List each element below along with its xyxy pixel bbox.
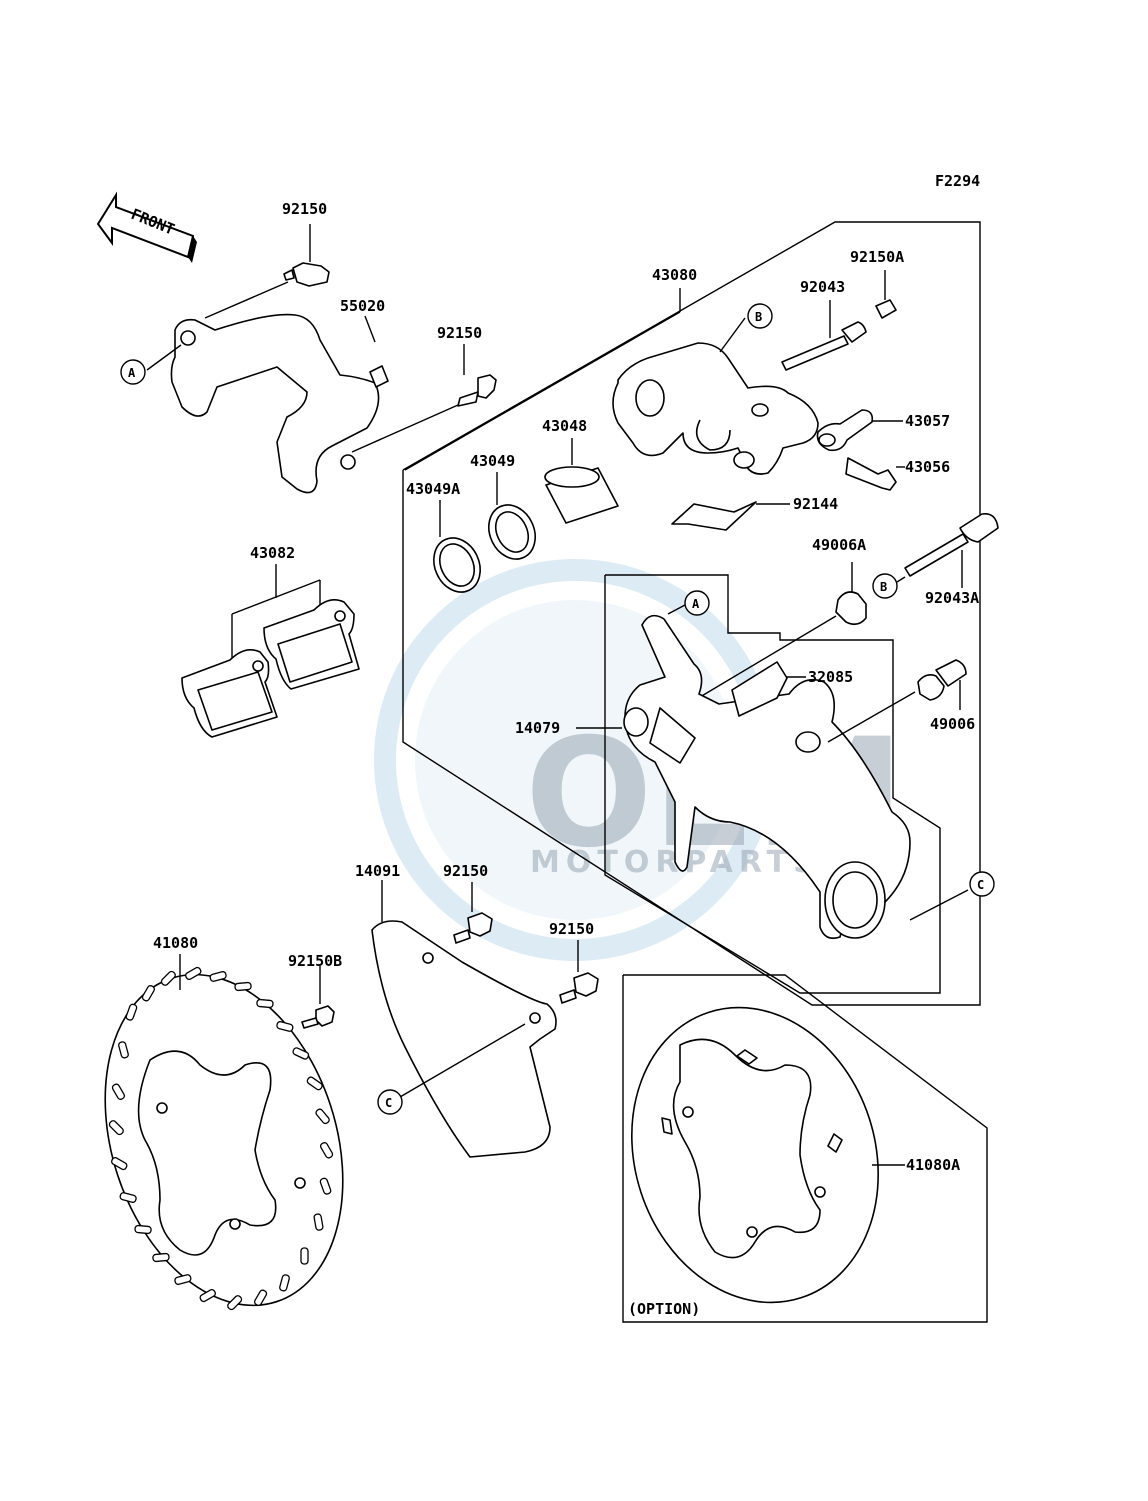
option-disc-box	[622, 974, 988, 1323]
label-41080A: 41080A	[906, 1156, 960, 1174]
label-32085: 32085	[808, 668, 853, 686]
label-43049A: 43049A	[406, 480, 460, 498]
label-43048: 43048	[542, 417, 587, 435]
label-41080: 41080	[153, 934, 198, 952]
boot-49006-icon	[917, 659, 967, 701]
front-arrow-icon: FRONT	[96, 191, 197, 263]
label-14091: 14091	[355, 862, 400, 880]
label-92150-guard: 92150	[443, 862, 488, 880]
pad-spring-32085-icon	[731, 661, 788, 717]
ref-circle-a-2	[684, 590, 710, 616]
label-92150-mid: 92150	[437, 324, 482, 342]
label-92150B: 92150B	[288, 952, 342, 970]
bolt-92150-top-icon	[283, 262, 330, 287]
cap-92150A-icon	[875, 299, 897, 319]
disc-guard-14091-icon	[371, 920, 557, 1158]
label-43056: 43056	[905, 458, 950, 476]
label-43080: 43080	[652, 266, 697, 284]
label-92043A: 92043A	[925, 589, 979, 607]
clip-92144-icon	[671, 501, 757, 531]
bolt-92150-mid-icon	[457, 374, 497, 407]
bracket-55020-icon	[170, 313, 380, 494]
ref-c-2: C	[385, 1096, 392, 1110]
ref-circle-b-2	[872, 573, 898, 599]
ref-c-1: C	[977, 878, 984, 892]
brake-disc-41080A-icon	[631, 1006, 879, 1304]
label-55020: 55020	[340, 297, 385, 315]
label-43049: 43049	[470, 452, 515, 470]
seal-43049A-icon	[433, 537, 481, 593]
pin-92043-icon	[781, 321, 867, 371]
ref-circle-c-2	[377, 1089, 403, 1115]
label-92150-top: 92150	[282, 200, 327, 218]
boot-49006A-icon	[835, 591, 867, 626]
label-49006: 49006	[930, 715, 975, 733]
ref-a-1: A	[128, 366, 136, 380]
piston-43048-icon	[544, 466, 619, 524]
caliper-43080-icon	[612, 342, 819, 475]
label-43057: 43057	[905, 412, 950, 430]
watermark-sub: MOTORPARTS	[530, 845, 821, 880]
ref-a-2: A	[692, 597, 700, 611]
label-92144: 92144	[793, 495, 838, 513]
brake-disc-41080-icon	[104, 966, 344, 1311]
ref-b-2: B	[880, 580, 887, 594]
option-label: (OPTION)	[628, 1300, 700, 1318]
ref-circle-b-1	[747, 303, 773, 329]
bleeder-43056-icon	[845, 457, 897, 491]
brake-pads-43082-icon	[181, 599, 360, 738]
figure-code: F2294	[935, 172, 980, 190]
label-92043: 92043	[800, 278, 845, 296]
label-92150A: 92150A	[850, 248, 904, 266]
caliper-assembly-bracket-box	[402, 221, 981, 1006]
ref-b-1: B	[755, 310, 762, 324]
ref-circle-c-1	[969, 871, 995, 897]
bracket-assembly-box	[604, 574, 941, 994]
label-92150-guard2: 92150	[549, 920, 594, 938]
ref-circle-a-1	[120, 359, 146, 385]
seal-43049-icon	[488, 504, 536, 560]
label-14079: 14079	[515, 719, 560, 737]
bolt-92150-guard2-icon	[559, 972, 599, 1004]
label-49006A: 49006A	[812, 536, 866, 554]
bolt-92150-guard-icon	[453, 912, 493, 944]
pin-92043A-icon	[904, 512, 999, 577]
label-43082: 43082	[250, 544, 295, 562]
screw-92150B-icon	[301, 1005, 335, 1029]
